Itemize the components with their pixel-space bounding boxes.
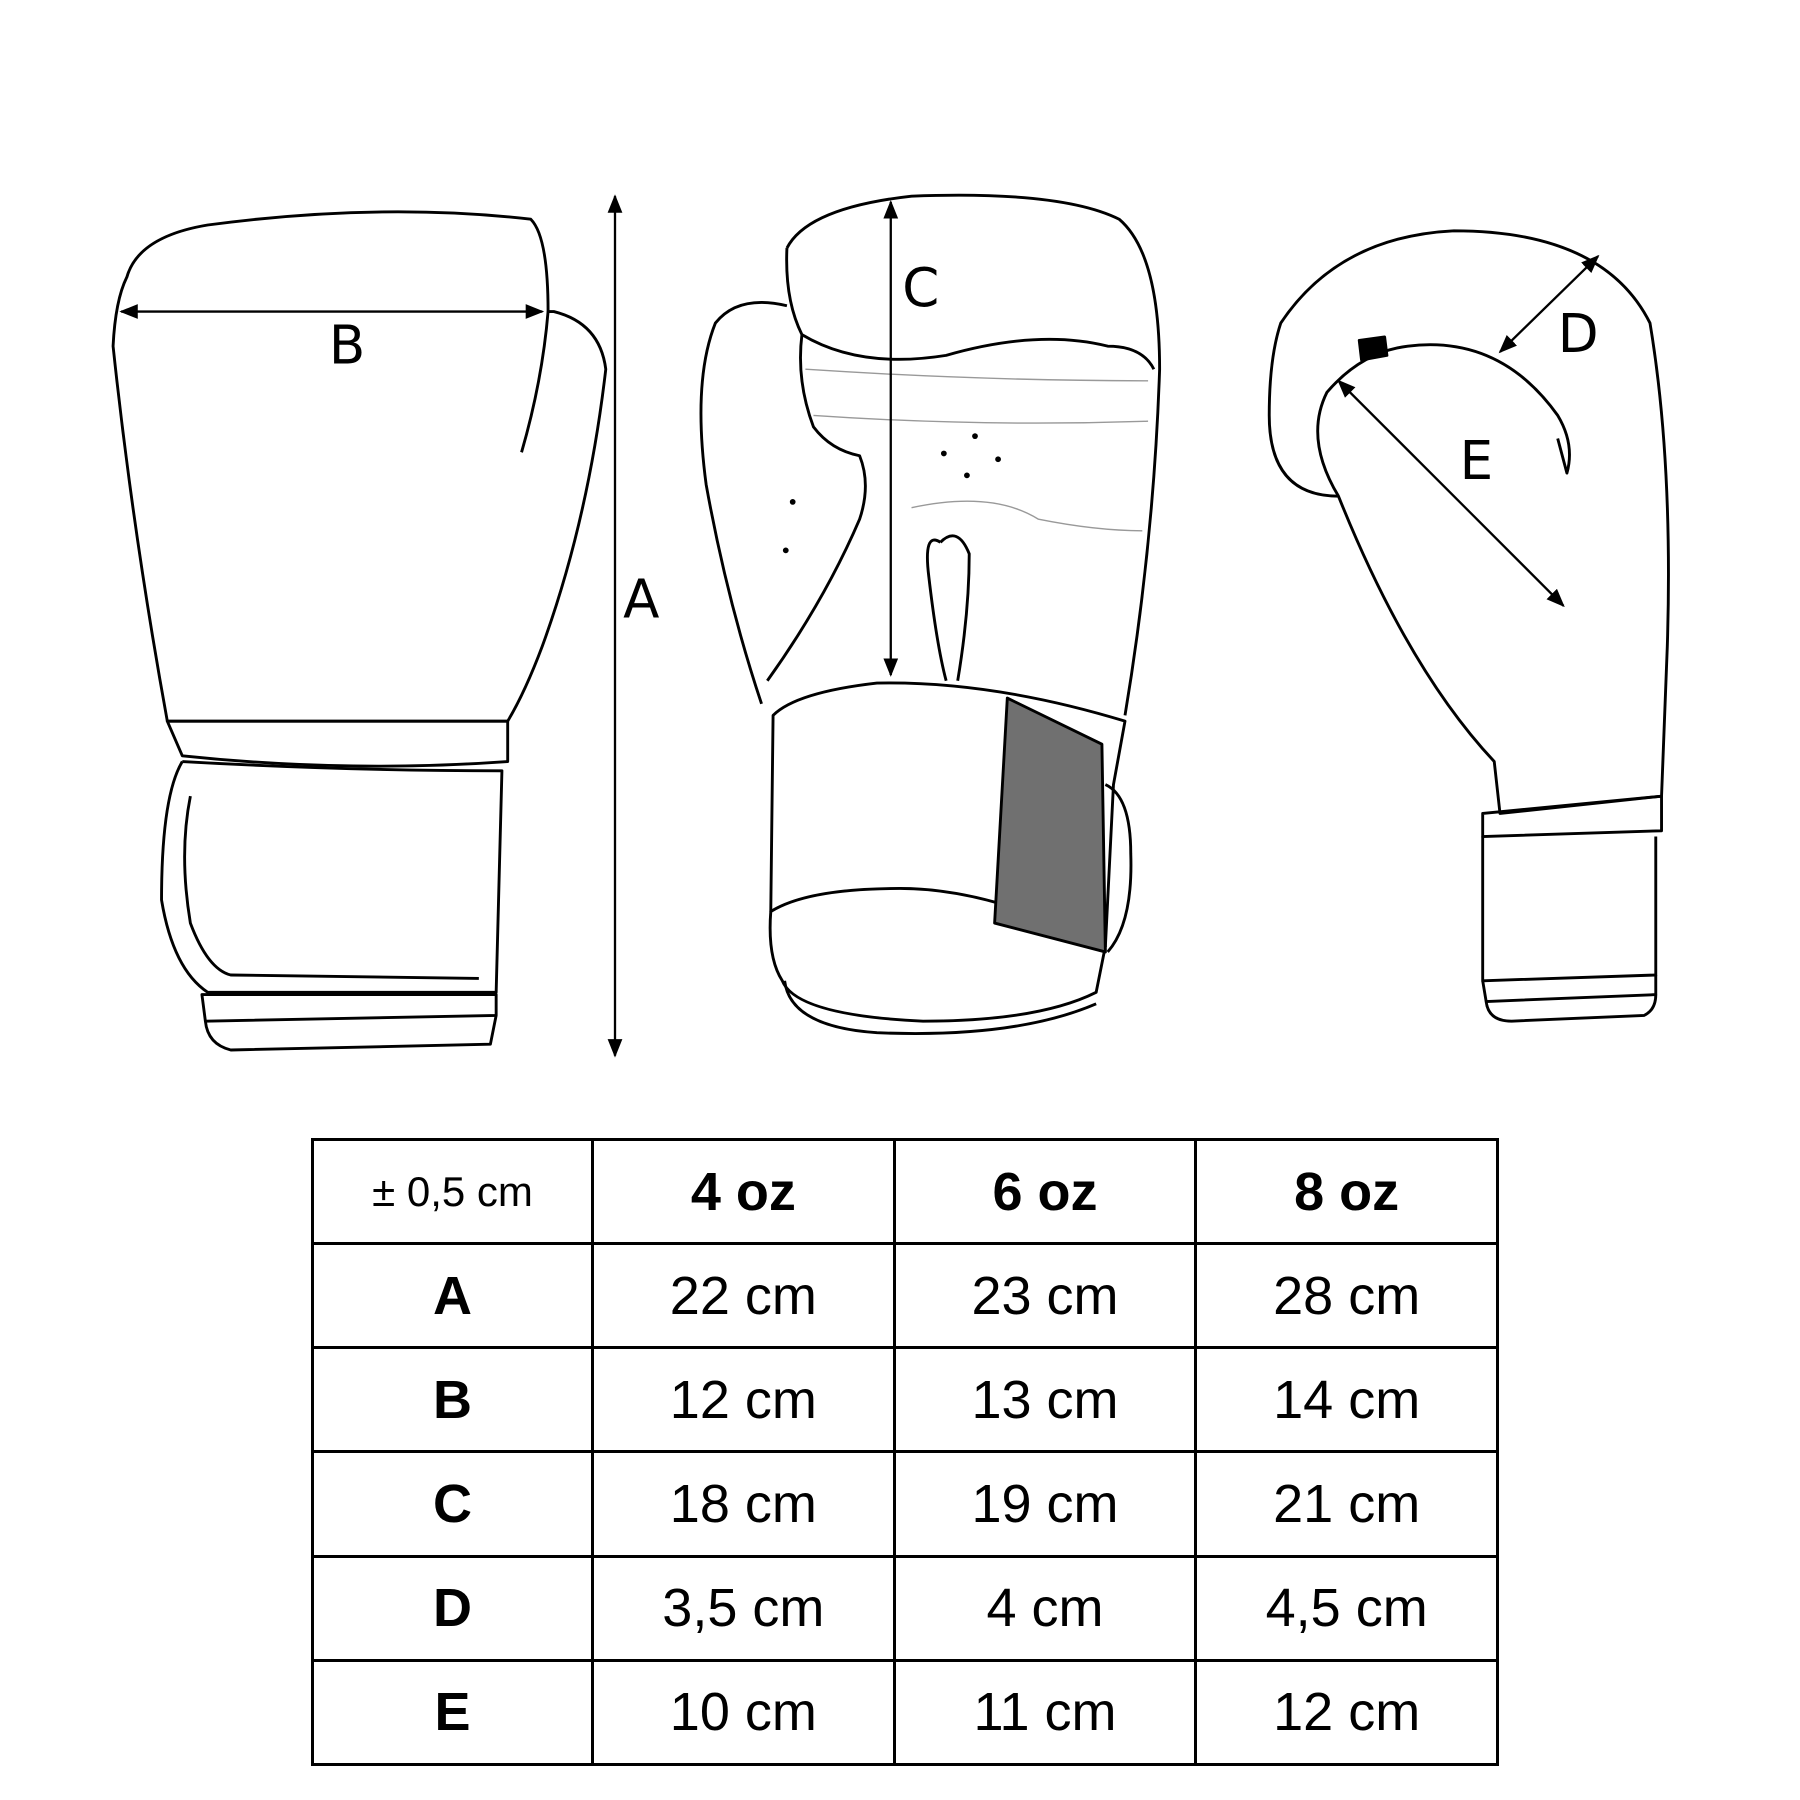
- glove-palm-view: [699, 193, 1162, 1035]
- label-c: C: [902, 257, 939, 319]
- table-cell: 3,5 cm: [591, 1554, 896, 1662]
- table-cell: 22 cm: [591, 1242, 896, 1350]
- size-table: ± 0,5 cm 4 oz 6 oz 8 oz A 22 cm 23 cm 28…: [311, 1137, 1499, 1767]
- label-e: E: [1460, 430, 1494, 492]
- dimension-arrows: [119, 194, 1600, 1058]
- table-row: A 22 cm 23 cm 28 cm: [311, 1242, 1499, 1350]
- table-row: B 12 cm 13 cm 14 cm: [311, 1346, 1499, 1454]
- glove-side-view: [1267, 229, 1670, 1023]
- row-label: B: [311, 1346, 594, 1454]
- label-d: D: [1558, 303, 1599, 365]
- table-header-row: ± 0,5 cm 4 oz 6 oz 8 oz: [311, 1137, 1499, 1246]
- table-row: E 10 cm 11 cm 12 cm: [311, 1658, 1499, 1767]
- velcro-strap: [993, 696, 1107, 954]
- table-row: D 3,5 cm 4 cm 4,5 cm: [311, 1554, 1499, 1662]
- table-cell: 18 cm: [591, 1450, 896, 1558]
- row-label: C: [311, 1450, 594, 1558]
- column-header: 4 oz: [591, 1137, 896, 1246]
- table-cell: 19 cm: [892, 1450, 1198, 1558]
- dimension-d-arrow: [1498, 254, 1600, 354]
- table-row: C 18 cm 19 cm 21 cm: [311, 1450, 1499, 1558]
- column-header: 6 oz: [892, 1137, 1198, 1246]
- table-cell: 12 cm: [591, 1346, 896, 1454]
- row-label: A: [311, 1242, 594, 1350]
- dimension-e-arrow: [1337, 379, 1565, 608]
- table-cell: 4 cm: [892, 1554, 1198, 1662]
- column-header: 8 oz: [1194, 1137, 1499, 1246]
- row-label: D: [311, 1554, 594, 1662]
- tolerance-cell: ± 0,5 cm: [311, 1137, 594, 1246]
- label-b: B: [329, 314, 365, 376]
- table-cell: 12 cm: [1194, 1658, 1499, 1767]
- label-a: A: [623, 568, 659, 630]
- table-cell: 14 cm: [1194, 1346, 1499, 1454]
- table-cell: 13 cm: [892, 1346, 1198, 1454]
- table-cell: 23 cm: [892, 1242, 1198, 1350]
- table-cell: 28 cm: [1194, 1242, 1499, 1350]
- table-cell: 10 cm: [591, 1658, 896, 1767]
- table-cell: 4,5 cm: [1194, 1554, 1499, 1662]
- glove-front-view: [111, 210, 608, 1052]
- row-label: E: [311, 1658, 594, 1767]
- table-cell: 21 cm: [1194, 1450, 1499, 1558]
- table-cell: 11 cm: [892, 1658, 1198, 1767]
